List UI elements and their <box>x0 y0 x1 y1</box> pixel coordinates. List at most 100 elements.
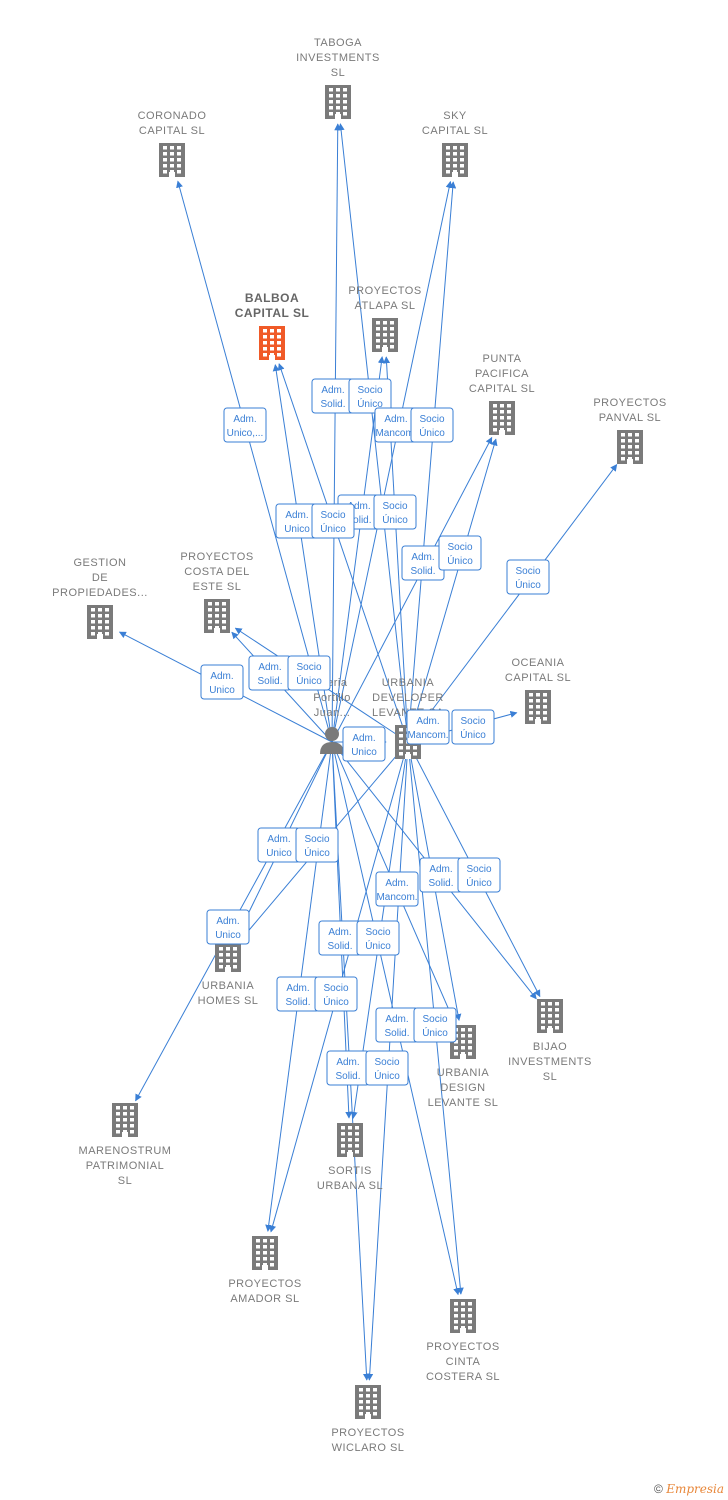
relation-badge-label: Único <box>466 876 492 889</box>
node-label-taboga: TABOGA <box>314 37 362 49</box>
edge-person-atlapa <box>331 356 385 743</box>
relation-badge[interactable]: Adm.Unico <box>342 726 386 762</box>
relation-badge-label: Adm. <box>416 716 439 727</box>
node-label-panval: PROYECTOS <box>593 397 666 409</box>
relation-badge[interactable]: Adm.Solid. <box>248 655 292 691</box>
relation-badge-label: Socio <box>419 414 444 425</box>
brand-logo[interactable]: Empresia <box>666 1482 724 1496</box>
node-label-bijao: INVESTMENTS <box>508 1056 592 1068</box>
node-label-balboa: CAPITAL SL <box>235 306 310 320</box>
relation-badge[interactable]: Adm.Mancom. <box>375 871 419 907</box>
edge-person-sky <box>331 180 453 743</box>
relation-badge-label: Socio <box>365 927 390 938</box>
relation-badge-label: Adm. <box>286 983 309 994</box>
building-icon <box>252 1236 278 1270</box>
relation-badge-label: Adm. <box>347 501 370 512</box>
building-icon <box>372 318 398 352</box>
node-gestion[interactable]: GESTIONDEPROPIEDADES... <box>52 557 148 639</box>
relation-badge-label: Socio <box>304 834 329 845</box>
relation-badge[interactable]: Adm.Unico <box>200 664 244 700</box>
node-label-coronado: CAPITAL SL <box>139 125 205 137</box>
relation-badge[interactable]: Adm. Unico <box>206 909 250 945</box>
node-label-sky: CAPITAL SL <box>422 125 488 137</box>
relation-badge-label: Socio <box>382 501 407 512</box>
relation-badge-label: Adm. <box>321 385 344 396</box>
relation-badge[interactable]: Adm.Solid. <box>401 545 445 581</box>
node-label-cinta: PROYECTOS <box>426 1341 499 1353</box>
relation-badge[interactable]: Adm.Solid. <box>326 1050 370 1086</box>
relation-badge[interactable]: Adm.Unico <box>275 503 319 539</box>
node-label-urbania_dev: DEVELOPER <box>372 692 444 704</box>
node-label-oceania: OCEANIA <box>511 657 564 669</box>
relation-badge[interactable]: Adm.Solid. <box>419 857 463 893</box>
edge-person-punta <box>331 436 493 743</box>
relation-badge-label: Socio <box>357 385 382 396</box>
relation-badge-label: Unico <box>215 930 241 941</box>
node-label-urbania_design: DESIGN <box>440 1082 485 1094</box>
edge-urbania_dev-punta <box>407 438 498 743</box>
relation-badge-label: Solid. <box>257 676 282 687</box>
relation-badge-label: Socio <box>296 662 321 673</box>
relation-badge[interactable]: Adm.Mancom. <box>374 407 418 443</box>
node-label-person: Juan... <box>314 707 351 719</box>
relation-badge[interactable]: Adm.Unico,... <box>223 407 267 443</box>
relation-badge[interactable]: Adm.Solid. <box>375 1007 419 1043</box>
node-label-bijao: BIJAO <box>533 1041 567 1053</box>
relation-badge[interactable]: Adm.Solid. <box>311 378 355 414</box>
relation-badge-label: Unico <box>284 524 310 535</box>
node-label-atlapa: PROYECTOS <box>348 285 421 297</box>
building-icon <box>617 430 643 464</box>
node-label-amador: PROYECTOS <box>228 1278 301 1290</box>
relation-badge[interactable]: Adm.Solid. <box>276 976 320 1012</box>
relation-badge-label: Solid. <box>346 515 371 526</box>
relation-badge[interactable]: Adm.Unico <box>257 827 301 863</box>
edge-person-coronado <box>176 180 333 743</box>
relation-badge-label: Único <box>382 513 408 526</box>
relation-badge[interactable]: Adm.Solid. <box>318 920 362 956</box>
node-label-gestion: DE <box>92 572 108 584</box>
relation-badge-label: Único <box>323 995 349 1008</box>
relation-badge[interactable]: Adm.Mancom. <box>406 709 450 745</box>
relation-badge-label: Solid. <box>428 878 453 889</box>
node-label-balboa: BALBOA <box>245 291 299 305</box>
relation-badge-label: Socio <box>374 1057 399 1068</box>
relation-badge-label: Único <box>304 846 330 859</box>
relation-badge-label: Adm. <box>216 916 239 927</box>
relation-badge-label: Socio <box>320 510 345 521</box>
relation-badge-label: Socio <box>515 566 540 577</box>
relation-badge-label: Mancom. <box>375 428 416 439</box>
node-label-oceania: CAPITAL SL <box>505 672 571 684</box>
node-oceania[interactable]: OCEANIA CAPITAL SL <box>505 657 571 724</box>
relation-badge-label: Solid. <box>410 566 435 577</box>
